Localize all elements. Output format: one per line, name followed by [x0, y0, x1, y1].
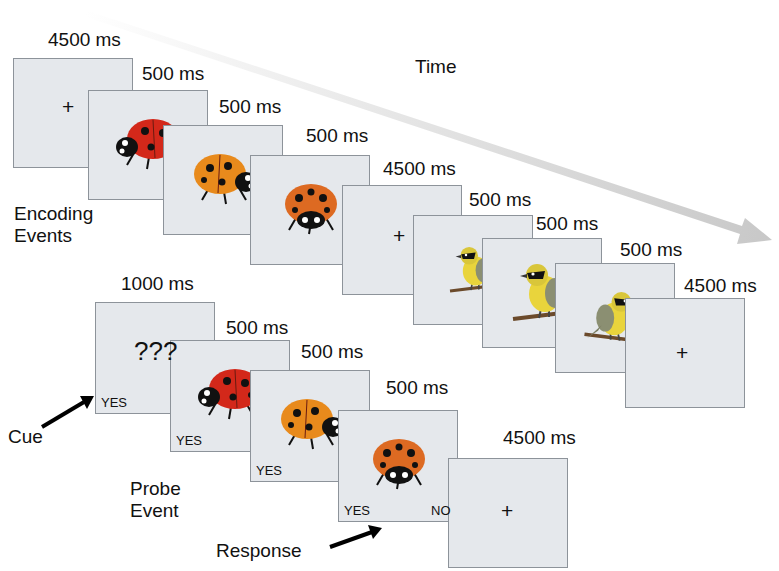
stimulus-screen: 4500 ms+	[625, 298, 745, 408]
cue-arrow	[42, 396, 94, 427]
phase-label: Encoding Events	[14, 203, 114, 247]
time-label: Time	[415, 56, 495, 78]
duration-label: 4500 ms	[503, 427, 576, 449]
response-option: YES	[256, 464, 282, 479]
duration-label: 1000 ms	[121, 273, 194, 295]
stimulus-screen: 500 msYESNO	[338, 410, 458, 522]
stimulus-screen: 4500 ms+	[448, 458, 568, 568]
response-arrow	[330, 525, 382, 547]
duration-label: 4500 ms	[48, 29, 121, 51]
duration-label: 500 ms	[306, 125, 368, 147]
fixation-cross: +	[676, 341, 688, 365]
response-option: YES	[101, 396, 127, 411]
duration-label: 500 ms	[536, 213, 598, 235]
fixation-cross: +	[62, 95, 74, 119]
cue-label: Cue	[8, 426, 58, 448]
fixation-cross: +	[393, 224, 405, 248]
duration-label: 500 ms	[226, 317, 288, 339]
duration-label: 500 ms	[620, 239, 682, 261]
duration-label: 4500 ms	[383, 158, 456, 180]
duration-label: 4500 ms	[684, 275, 757, 297]
response-option: YES	[176, 434, 202, 449]
fixation-cross: +	[501, 499, 513, 523]
response-option: YES	[344, 504, 370, 519]
duration-label: 500 ms	[469, 189, 531, 211]
phase-label: Probe Event	[130, 478, 210, 522]
duration-label: 500 ms	[386, 377, 448, 399]
response-label: Response	[216, 540, 316, 562]
duration-label: 500 ms	[219, 96, 281, 118]
cue-symbol: ???	[134, 337, 177, 367]
response-option: NO	[431, 504, 451, 519]
duration-label: 500 ms	[142, 63, 204, 85]
duration-label: 500 ms	[301, 341, 363, 363]
